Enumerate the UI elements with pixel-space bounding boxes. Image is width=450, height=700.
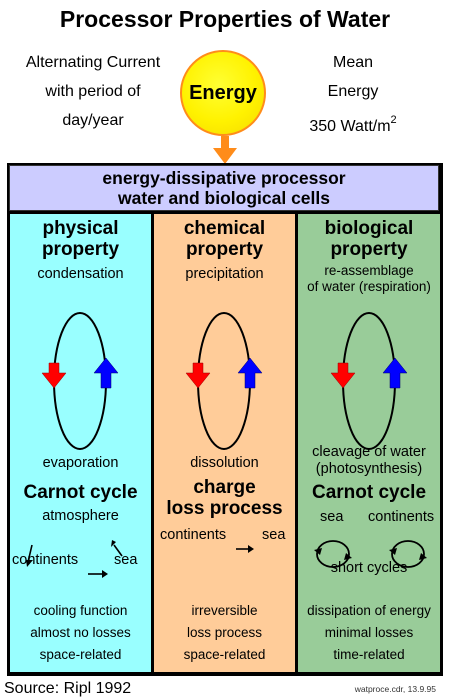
- chemical-title-line-2: property: [185, 239, 264, 260]
- banner-line-1: energy-dissipative processor: [102, 168, 346, 188]
- chemical-flow-arrow-icon: [236, 545, 254, 553]
- biological-bottom-label: cleavage of water (photosynthesis): [298, 444, 440, 478]
- chemical-footer-line-2: loss process: [186, 625, 263, 640]
- column-biological: biological property re-assemblage of wat…: [298, 214, 440, 672]
- header-right-line-2: Energy: [327, 83, 379, 100]
- header-left-line-2: with period of: [45, 83, 141, 100]
- physical-flow-arrows-icon: [26, 540, 123, 578]
- chemical-footer: irreversible loss process space-related: [154, 600, 295, 666]
- chemical-cycle-icon: [185, 312, 263, 450]
- biological-flow-from: sea: [320, 509, 344, 525]
- physical-title-line-2: property: [41, 239, 120, 260]
- chemical-flow-to: sea: [262, 527, 286, 543]
- header-right-line-1: Mean: [332, 54, 374, 71]
- physical-process: Carnot cycle: [23, 482, 138, 503]
- chemical-process: charge loss process: [154, 477, 295, 519]
- biological-cycle-icon: [330, 312, 408, 450]
- biological-footer-line-3: time-related: [333, 647, 405, 662]
- biological-title-line-1: biological: [324, 218, 414, 239]
- physical-footer-line-3: space-related: [39, 647, 122, 662]
- biological-short-cycles-label: short cycles: [330, 560, 408, 576]
- biological-flow-to: continents: [368, 509, 435, 525]
- physical-footer-line-1: cooling function: [33, 603, 128, 618]
- biological-bottom-line-1: cleavage of water: [312, 444, 426, 460]
- chemical-process-line-2: loss process: [166, 498, 283, 519]
- chemical-footer-line-3: space-related: [183, 647, 266, 662]
- chemical-top-label: precipitation: [185, 266, 264, 282]
- biological-process: Carnot cycle: [311, 482, 427, 503]
- column-chemical: chemical property precipitation dissolut…: [154, 214, 295, 672]
- biological-footer-line-1: dissipation of energy: [307, 603, 431, 618]
- biological-bottom-line-2: (photosynthesis): [315, 461, 423, 477]
- source-citation: Source: Ripl 1992: [4, 680, 132, 697]
- physical-bottom-label: evaporation: [42, 455, 119, 471]
- biological-short-cycles-icon: [314, 540, 427, 568]
- physical-cycle-icon: [41, 312, 119, 450]
- header-right-exponent: 2: [390, 114, 397, 126]
- chemical-footer-line-1: irreversible: [191, 603, 258, 618]
- banner-line-2: water and biological cells: [117, 188, 330, 208]
- biological-top-line-2: of water (respiration): [307, 279, 431, 294]
- physical-top-label: condensation: [37, 266, 124, 282]
- biological-top-label: re-assemblage of water (respiration): [298, 263, 440, 295]
- chemical-title-line-1: chemical: [183, 218, 266, 239]
- energy-sun: Energy: [180, 50, 266, 136]
- biological-title-line-2: property: [330, 239, 408, 260]
- chemical-flow-from: continents: [160, 527, 227, 543]
- biological-title: biological property: [298, 218, 440, 260]
- chemical-process-line-1: charge: [193, 477, 256, 498]
- header-left-line-3: day/year: [62, 112, 124, 129]
- energy-down-arrow-icon: [213, 136, 237, 164]
- header-right-line-3: 350 Watt/m2: [268, 106, 438, 141]
- chemical-title: chemical property: [154, 218, 295, 260]
- physical-footer-line-2: almost no losses: [30, 625, 131, 640]
- header-right-text: Mean Energy 350 Watt/m2: [268, 48, 438, 141]
- file-credit: watproce.cdr, 13.9.95: [354, 684, 436, 694]
- biological-footer-line-2: minimal losses: [324, 625, 414, 640]
- column-physical: physical property condensation evaporati…: [10, 214, 151, 672]
- header-right-unit: 350 Watt/m: [309, 118, 391, 135]
- physical-footer: cooling function almost no losses space-…: [10, 600, 151, 666]
- biological-footer: dissipation of energy minimal losses tim…: [298, 600, 440, 666]
- physical-title-line-1: physical: [42, 218, 119, 239]
- header-left-line-1: Alternating Current: [25, 54, 161, 71]
- physical-context: atmosphere: [42, 508, 119, 524]
- header-left-text: Alternating Current with period of day/y…: [8, 48, 178, 135]
- diagram-title: Processor Properties of Water: [59, 6, 391, 32]
- physical-title: physical property: [10, 218, 151, 260]
- biological-top-line-1: re-assemblage: [324, 263, 414, 278]
- chemical-bottom-label: dissolution: [190, 455, 259, 471]
- energy-sun-label: Energy: [189, 81, 257, 104]
- physical-flow-to: sea: [114, 552, 138, 568]
- processor-banner: energy-dissipative processor water and b…: [9, 165, 439, 211]
